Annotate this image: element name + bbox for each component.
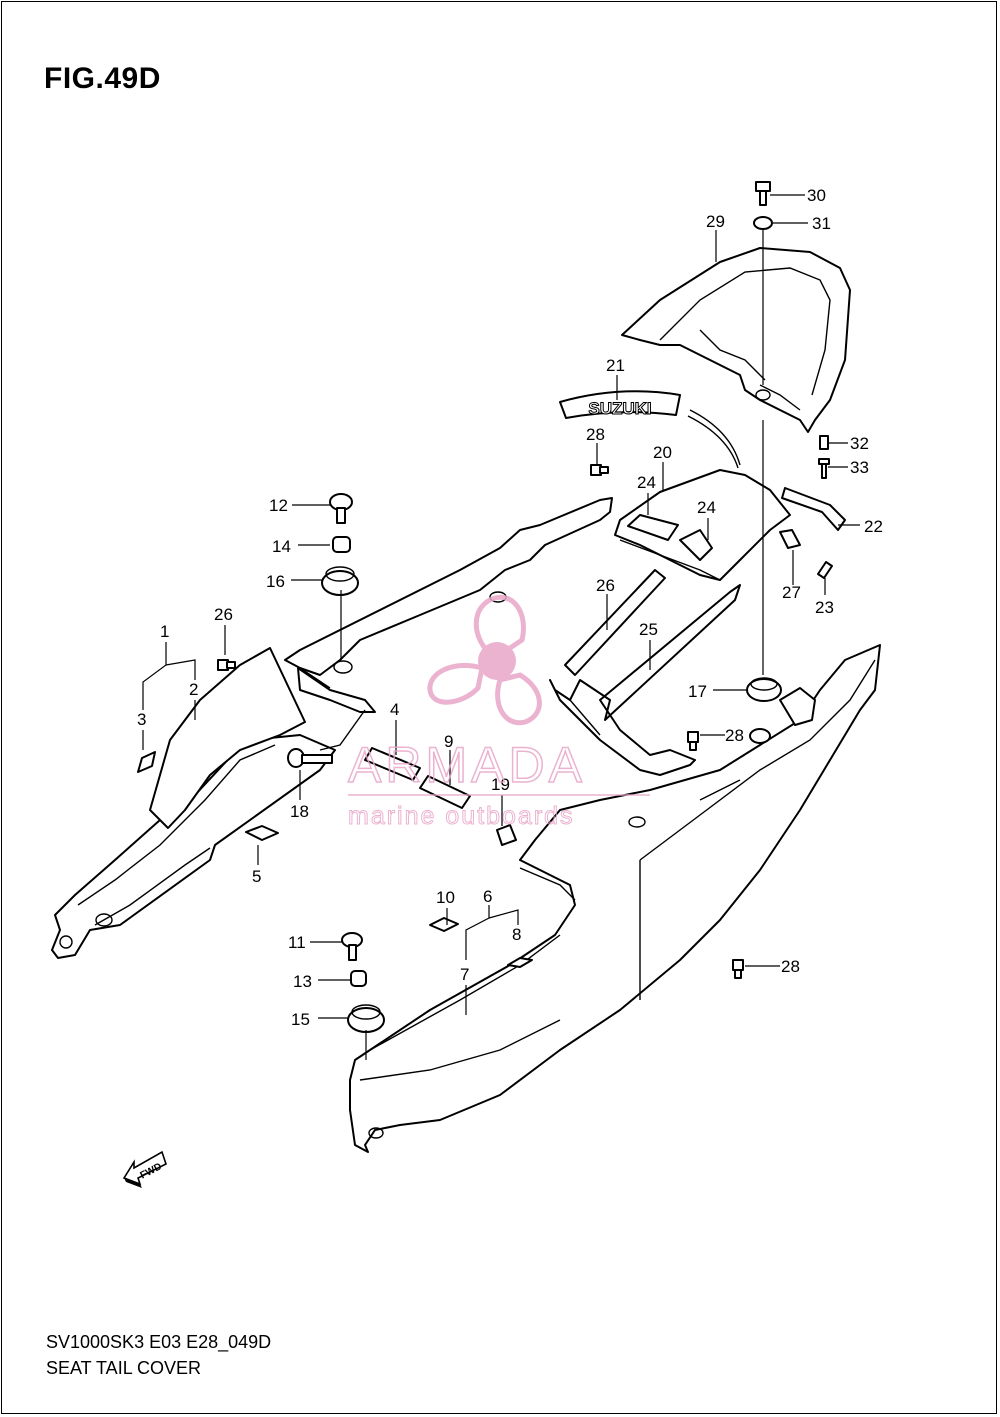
rivet-26 — [217, 659, 236, 671]
collar-32 — [819, 435, 829, 450]
callout-21: 21 — [606, 356, 625, 375]
rivet-28-c — [732, 959, 744, 979]
callout-16: 16 — [266, 572, 285, 591]
collar-14 — [332, 536, 351, 553]
screw-33 — [818, 458, 830, 479]
nut-28 — [749, 728, 771, 744]
callout-26a: 26 — [596, 576, 615, 595]
callout-33: 33 — [850, 458, 869, 477]
bracket-25 — [549, 584, 741, 776]
callout-23: 23 — [815, 598, 834, 617]
callout-11: 11 — [288, 933, 306, 952]
decal-10 — [429, 917, 459, 932]
forward-direction-arrow: FWD — [122, 1150, 167, 1188]
rivet-28-b — [687, 731, 699, 751]
rod-26 — [564, 569, 666, 676]
callout-25: 25 — [639, 620, 658, 639]
callout-7: 7 — [460, 965, 469, 984]
callout-8: 8 — [512, 925, 521, 944]
callout-2: 2 — [189, 680, 198, 699]
bolt-11 — [341, 932, 363, 961]
callout-13: 13 — [293, 972, 312, 991]
callout-30: 30 — [807, 186, 826, 205]
section-name: SEAT TAIL COVER — [46, 1358, 202, 1378]
decal-5 — [245, 825, 279, 841]
callout-14: 14 — [272, 537, 291, 556]
callout-labels: 1 2 3 4 5 6 7 8 9 10 11 12 13 14 15 16 1… — [137, 186, 883, 1029]
callout-1: 1 — [160, 622, 169, 641]
clip-27 — [779, 529, 801, 549]
callout-28b: 28 — [725, 726, 744, 745]
strip-22 — [781, 487, 846, 531]
armada-watermark: ARMADA marine outboards — [347, 594, 650, 831]
callout-20: 20 — [653, 443, 672, 462]
callout-27: 27 — [782, 583, 801, 602]
callout-29: 29 — [706, 212, 725, 231]
callout-18: 18 — [290, 802, 309, 821]
clip-19 — [496, 824, 517, 846]
emblem-text: SUZUKI — [588, 399, 651, 418]
leader-lines — [142, 194, 860, 1019]
rivet-28-a — [590, 464, 609, 476]
callout-24a: 24 — [637, 473, 656, 492]
suzuki-emblem: SUZUKI — [559, 390, 681, 419]
model-code: SV1000SK3 E03 E28_049D — [46, 1332, 272, 1352]
callout-26b: 26 — [214, 605, 233, 624]
grommet-15 — [347, 1004, 385, 1033]
center-tail-cover — [349, 644, 881, 1153]
washer-31 — [753, 216, 773, 230]
decal-23 — [817, 561, 833, 579]
left-side-cover — [51, 647, 336, 959]
watermark-brand: ARMADA — [348, 737, 586, 793]
callout-28a: 28 — [586, 425, 605, 444]
callout-17: 17 — [688, 682, 707, 701]
callout-3: 3 — [137, 710, 146, 729]
callout-32: 32 — [850, 434, 869, 453]
callout-22: 22 — [864, 517, 883, 536]
callout-31: 31 — [812, 214, 831, 233]
screw-18 — [287, 748, 333, 768]
callout-10: 10 — [436, 888, 455, 907]
bolt-12 — [329, 493, 353, 524]
propeller-logo — [427, 594, 542, 726]
tail-top-cover — [614, 469, 791, 581]
callout-9: 9 — [444, 732, 453, 751]
strip-9 — [419, 775, 471, 809]
callout-28c: 28 — [781, 957, 800, 976]
callout-12: 12 — [269, 496, 288, 515]
bolt-30 — [755, 181, 771, 206]
seat-cowl — [621, 247, 851, 433]
callout-24b: 24 — [697, 498, 716, 517]
grommet-16 — [321, 566, 359, 596]
callout-5: 5 — [252, 867, 261, 886]
left-frame-bracket — [284, 497, 613, 751]
decal-3 — [137, 751, 156, 773]
decal-8 — [507, 957, 533, 968]
watermark-tagline: marine outboards — [348, 802, 575, 830]
curved-trim — [687, 409, 741, 469]
strip-4 — [364, 747, 421, 781]
grommet-17 — [746, 677, 782, 702]
callout-15: 15 — [291, 1010, 310, 1029]
callout-6: 6 — [483, 887, 492, 906]
assembly-axis-left — [340, 590, 367, 1060]
callout-19: 19 — [491, 775, 510, 794]
callout-4: 4 — [390, 700, 399, 719]
collar-13 — [350, 970, 367, 987]
figure-title: FIG.49D — [44, 62, 161, 95]
